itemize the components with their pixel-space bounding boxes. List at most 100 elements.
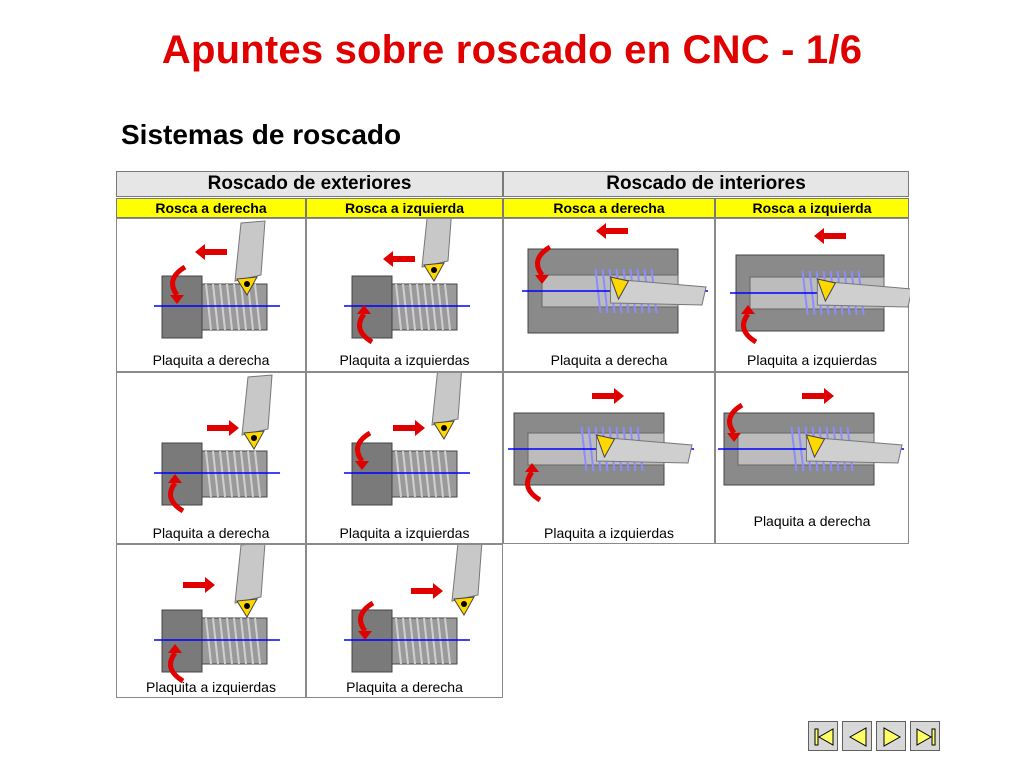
next-page-button[interactable] — [876, 721, 906, 751]
cell-ext-right-insert-right-2: Plaquita a derecha — [116, 372, 306, 544]
rotation-arrow-icon — [358, 600, 375, 633]
thread-line — [402, 617, 409, 665]
cell-int-right-insert-right: Plaquita a derecha — [503, 218, 715, 372]
thread-line — [423, 283, 430, 331]
rotation-arrow-head-icon — [727, 433, 741, 442]
cell-caption: Plaquita a izquierdas — [544, 525, 674, 541]
feed-direction-arrow-icon — [383, 251, 415, 267]
boring-bar — [806, 436, 903, 464]
thread-line — [409, 617, 416, 665]
thread-line — [240, 283, 247, 331]
boring-bar — [816, 280, 910, 308]
thread-line — [402, 450, 409, 498]
rotation-arrow-head-icon — [168, 474, 182, 483]
rotation-arrow-icon — [357, 312, 374, 345]
thread-line — [205, 450, 212, 498]
subheader-ext-left: Rosca a izquierda — [306, 198, 503, 218]
cell-int-left-insert-left: Plaquita a izquierdas — [715, 218, 910, 372]
thread-line — [240, 450, 247, 498]
thread-line — [254, 283, 261, 331]
thread-line — [254, 617, 261, 665]
subheader-int-right: Rosca a derecha — [503, 198, 715, 218]
thread-line — [226, 617, 233, 665]
rotation-arrow-head-icon — [357, 305, 371, 314]
rotation-arrow-icon — [535, 244, 552, 277]
thread-line — [430, 450, 437, 498]
thread-line — [409, 283, 416, 331]
thread-line — [254, 450, 261, 498]
previous-page-button[interactable] — [842, 721, 872, 751]
rotation-arrow-head-icon — [168, 644, 182, 653]
threading-insert-icon — [595, 434, 616, 459]
rotation-arrow-icon — [525, 470, 542, 503]
page-title: Apuntes sobre roscado en CNC - 1/6 — [161, 28, 863, 72]
insert-screw-icon — [441, 425, 447, 431]
cell-ext-right-insert-left: Plaquita a izquierdas — [116, 544, 306, 698]
insert-screw-icon — [431, 267, 437, 273]
header-exteriores: Roscado de exteriores — [116, 171, 503, 197]
thread-line — [247, 617, 254, 665]
tool-holder — [421, 219, 452, 268]
first-page-icon — [814, 728, 834, 746]
thread-line — [240, 617, 247, 665]
thread-line — [437, 283, 444, 331]
boring-bar — [610, 278, 707, 306]
header-interiores: Roscado de interiores — [503, 171, 909, 197]
subheader-int-left: Rosca a izquierda — [715, 198, 909, 218]
cell-caption: Plaquita a derecha — [753, 513, 871, 529]
tool-holder — [241, 374, 273, 436]
last-page-button[interactable] — [910, 721, 940, 751]
thread-line — [233, 450, 240, 498]
thread-line — [233, 617, 240, 665]
thread-line — [423, 617, 430, 665]
rotation-arrow-head-icon — [741, 305, 755, 314]
boring-bar — [596, 436, 693, 464]
cell-caption: Plaquita a derecha — [346, 679, 463, 695]
workpiece-shoulder — [161, 275, 203, 339]
thread-line — [444, 617, 451, 665]
threading-insert-icon — [816, 278, 837, 303]
first-page-button[interactable] — [808, 721, 838, 751]
feed-direction-arrow-icon — [802, 388, 834, 404]
thread-line — [395, 283, 402, 331]
cell-caption: Plaquita a izquierdas — [747, 352, 877, 368]
thread-line — [226, 283, 233, 331]
threading-insert-icon — [609, 276, 630, 301]
feed-direction-arrow-icon — [207, 420, 239, 436]
next-page-icon — [883, 727, 902, 747]
rotation-arrow-head-icon — [535, 275, 549, 284]
section-subtitle: Sistemas de roscado — [121, 119, 402, 150]
thread-line — [219, 283, 226, 331]
cell-caption: Plaquita a derecha — [152, 352, 270, 368]
rotation-arrow-icon — [168, 481, 185, 514]
cell-ext-left-insert-left: Plaquita a izquierdas — [306, 218, 503, 372]
thread-line — [416, 450, 423, 498]
feed-direction-arrow-icon — [183, 577, 215, 593]
rotation-arrow-icon — [170, 264, 187, 297]
thread-line — [205, 283, 212, 331]
cell-int-right-insert-left: Plaquita a izquierdas — [503, 372, 715, 544]
cell-caption: Plaquita a izquierdas — [339, 525, 470, 541]
rotation-arrow-head-icon — [358, 631, 372, 640]
thread-line — [416, 617, 423, 665]
cell-caption: Plaquita a izquierdas — [146, 679, 276, 695]
thread-line — [395, 617, 402, 665]
thread-line — [423, 450, 430, 498]
cell-ext-right-insert-right: Plaquita a derecha — [116, 218, 306, 372]
threading-insert-icon — [805, 434, 826, 459]
tool-holder — [431, 373, 462, 426]
thread-line — [402, 283, 409, 331]
rotation-arrow-icon — [355, 430, 372, 463]
feed-direction-arrow-icon — [592, 388, 624, 404]
feed-direction-arrow-icon — [411, 583, 443, 599]
rotation-arrow-head-icon — [170, 295, 184, 304]
thread-line — [205, 617, 212, 665]
thread-line — [212, 283, 219, 331]
feed-direction-arrow-icon — [814, 228, 846, 244]
thread-line — [212, 617, 219, 665]
insert-screw-icon — [251, 435, 257, 441]
tool-holder — [451, 545, 483, 602]
cell-caption: Plaquita a derecha — [152, 525, 270, 541]
cell-ext-left-insert-left-2: Plaquita a izquierdas — [306, 372, 503, 544]
thread-line — [409, 450, 416, 498]
